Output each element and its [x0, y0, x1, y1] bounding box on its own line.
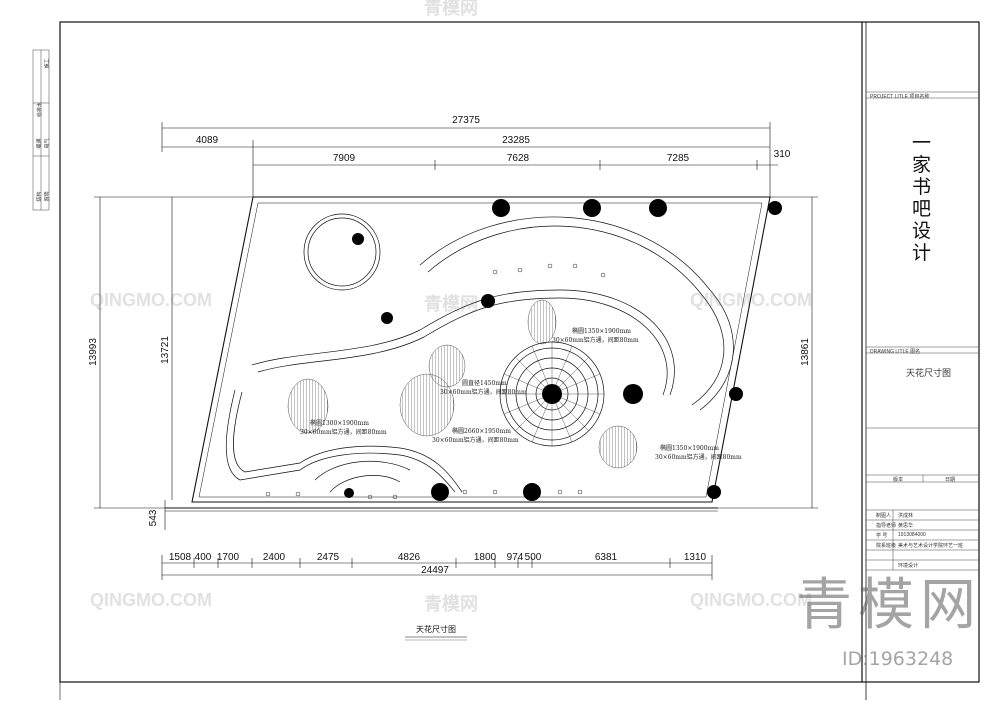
dim-overall-top: 27375 [452, 115, 480, 126]
dim-bottom-8: 974 [507, 552, 524, 563]
dim-top-row3-c: 7285 [667, 153, 690, 164]
note-ellipse-center-2: 30×60mm铝方通，间距80mm [440, 388, 527, 396]
dim-bottom-3: 1700 [217, 552, 240, 563]
stamp-label-6: 施工 [44, 58, 51, 69]
dim-bottom-10: 6381 [595, 552, 618, 563]
left-stamp-strip [32, 49, 50, 211]
dim-right: 13861 [800, 338, 811, 366]
tb-row-1-value: 洪成林 [898, 513, 914, 519]
tb-row-4-label: 院系班级 [876, 543, 897, 549]
stamp-label-2: 暖通 [36, 138, 43, 149]
drawing-label: DRAWING LITLE 图名 [870, 349, 921, 355]
watermark-cn-3: 青模网 [424, 0, 478, 18]
version-label: 版本 [893, 477, 904, 483]
tb-row-2-value: 黄思华 [898, 523, 914, 529]
note-ellipse-left-1: 椭圆1300×1900mm [310, 419, 369, 427]
slat-ellipses [287, 299, 638, 469]
stamp-label-4: 照明 [44, 191, 51, 202]
dim-bottom-7: 1800 [474, 552, 497, 563]
note-ellipse-lower-1: 椭圆2660×1950mm [452, 427, 511, 435]
watermark-en-2: QINGMO.COM [690, 290, 812, 310]
watermark-cn-2: 青模网 [424, 594, 478, 614]
dim-top-row3-a: 7909 [333, 153, 356, 164]
dim-bottom-overall: 24497 [421, 565, 449, 576]
curved-partitions [225, 216, 734, 493]
project-label: PROJECT LITLE 项目名称 [870, 94, 930, 100]
drawing-caption: 天花尺寸图 [416, 624, 456, 634]
tb-row-5-value: 环境设计 [898, 563, 919, 569]
downlights [265, 263, 606, 500]
dim-top-row2-a: 4089 [196, 135, 219, 146]
watermark-en-4: QINGMO.COM [690, 590, 812, 610]
sheet-border [59, 21, 980, 683]
note-ellipse-ur-1: 椭圆1350×1900mm [572, 327, 631, 335]
watermark-id: ID:1963248 [842, 648, 954, 670]
stamp-label-5: 电气 [44, 138, 51, 149]
note-ellipse-center-1: 圆直径1450mm [462, 379, 507, 387]
note-ellipse-lower-2: 30×60mm铝方通，间距80mm [432, 436, 519, 444]
project-name-char-1: 一 [912, 132, 932, 154]
stamp-label-3: 给排水 [37, 101, 44, 118]
dim-bottom-1: 1508 [169, 552, 192, 563]
dim-top-row3-d: 310 [774, 149, 791, 160]
title-block-grid [866, 91, 979, 571]
date-label: 日期 [945, 477, 956, 483]
watermark-en-1: QINGMO.COM [90, 290, 212, 310]
stamp-label-1: 结构 [36, 191, 43, 202]
building-outline [165, 196, 771, 512]
bottom-dim-lines [161, 555, 713, 580]
project-name-char-5: 设 [912, 220, 932, 242]
tb-row-4-value: 美术与艺术设计学院环艺一班 [898, 543, 964, 549]
project-name-char-3: 书 [912, 176, 932, 198]
tb-row-3-label: 学 号 [876, 533, 888, 539]
pendant-lights [344, 199, 782, 501]
dim-top-row2-b: 23285 [502, 135, 530, 146]
tb-row-1-label: 制图人 [876, 513, 892, 519]
dim-bottom-2: 400 [195, 552, 212, 563]
top-dim-lines [161, 122, 778, 197]
project-name-char-4: 吧 [912, 198, 932, 220]
project-name-char-6: 计 [912, 242, 932, 264]
note-ellipse-ur-2: 30×60mm铝方通，间距80mm [552, 336, 639, 344]
dim-left-inner: 13721 [160, 336, 171, 364]
project-name-char-2: 家 [912, 154, 932, 176]
side-dim-lines [94, 196, 818, 530]
dim-bottom-9: 500 [525, 552, 542, 563]
dim-bottom-5: 2475 [317, 552, 340, 563]
watermark-cn-1: 青模网 [424, 294, 478, 314]
watermark-cn-large: 青模网 [796, 573, 982, 638]
dim-left-outer: 13993 [88, 338, 99, 366]
note-ellipse-left-2: 30×60mm铝方通，间距80mm [300, 428, 387, 436]
drawing-name: 天花尺寸图 [906, 369, 952, 379]
dim-bottom-11: 1310 [684, 552, 707, 563]
tb-row-2-label: 指导老师 [876, 523, 897, 529]
tb-row-3-value: 1913084000 [898, 532, 926, 538]
note-ellipse-lr-2: 30×60mm铝方通，间距80mm [655, 453, 742, 461]
dim-bottom-left: 543 [148, 509, 159, 526]
dim-bottom-6: 4826 [398, 552, 421, 563]
watermark-en-3: QINGMO.COM [90, 590, 212, 610]
note-ellipse-lr-1: 椭圆1350×1900mm [660, 444, 719, 452]
dim-bottom-4: 2400 [263, 552, 286, 563]
dim-top-row3-b: 7628 [507, 153, 530, 164]
